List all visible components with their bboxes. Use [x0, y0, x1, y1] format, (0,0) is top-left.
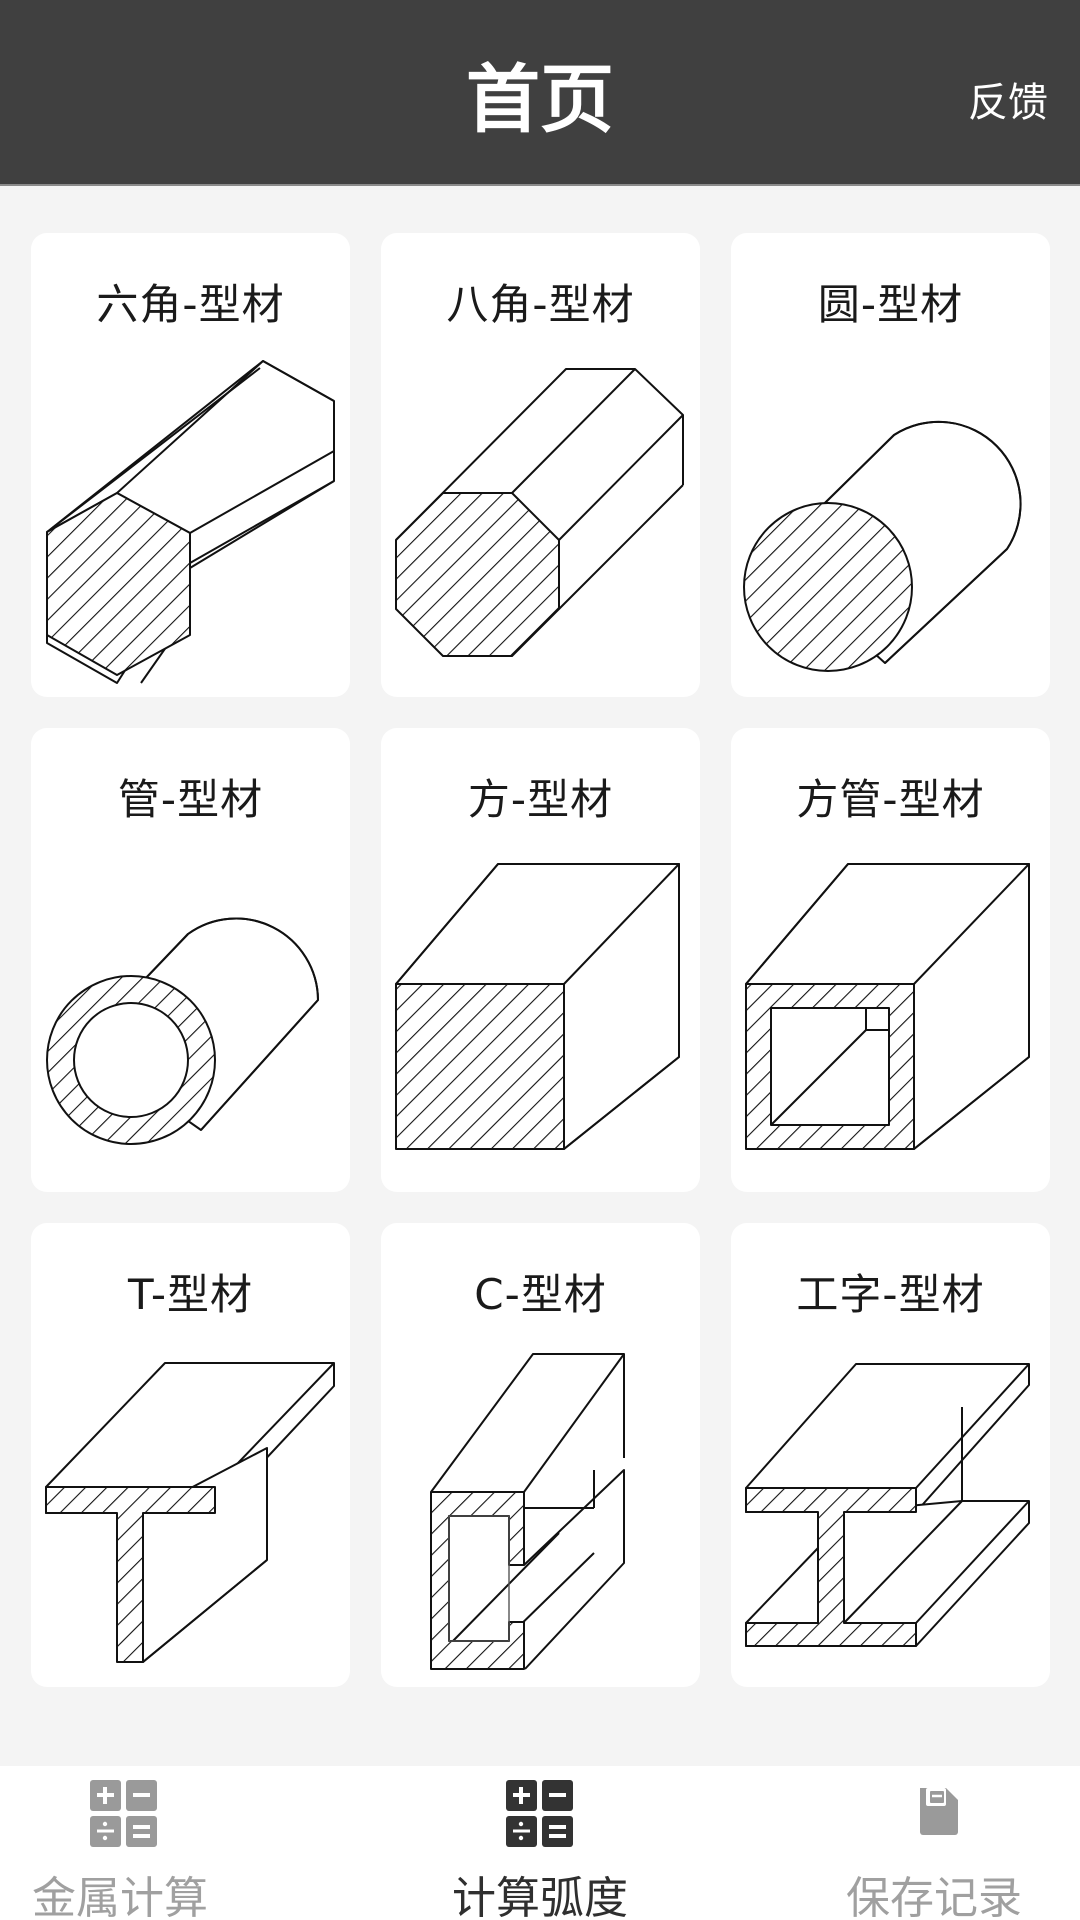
- profile-label: 圆-型材: [817, 280, 964, 329]
- round-tube-icon: [46, 917, 319, 1145]
- tab-label: 金属计算: [32, 1873, 208, 1920]
- calculator-icon: [90, 1780, 157, 1847]
- tab-label: 计算弧度: [452, 1873, 628, 1920]
- profile-card-square-tube[interactable]: 方管-型材: [731, 728, 1050, 1192]
- profile-card-i-beam[interactable]: 工字-型材: [731, 1223, 1050, 1687]
- profile-card-t[interactable]: T-型材: [31, 1223, 350, 1687]
- profile-label: 八角-型材: [446, 280, 635, 329]
- profile-label: 工字-型材: [796, 1270, 985, 1319]
- profile-label: T-型材: [128, 1270, 253, 1319]
- profile-label: 方-型材: [467, 775, 614, 824]
- hexagon-bar-icon: [46, 360, 335, 684]
- octagon-bar-icon: [395, 368, 684, 657]
- profile-label: 管-型材: [117, 775, 264, 824]
- profile-grid: 六角-型材 八角-型材 圆-型材: [31, 233, 1050, 1687]
- profile-card-tube[interactable]: 管-型材: [31, 728, 350, 1192]
- round-bar-icon: [743, 420, 1022, 672]
- profile-label: 方管-型材: [796, 775, 985, 824]
- c-profile-icon: [430, 1353, 625, 1670]
- i-beam-profile-icon: [745, 1363, 1030, 1647]
- bottom-tab-bar: 金属计算 计算弧度 保存记录: [0, 1766, 1080, 1920]
- square-tube-icon: [745, 863, 1030, 1150]
- square-bar-icon: [395, 863, 680, 1150]
- profile-card-octagon[interactable]: 八角-型材: [381, 233, 700, 697]
- feedback-button[interactable]: 反馈: [968, 80, 1048, 126]
- profile-label: C-型材: [474, 1270, 607, 1319]
- calculator-icon: [506, 1780, 573, 1847]
- profile-card-square[interactable]: 方-型材: [381, 728, 700, 1192]
- tab-calculate-arc[interactable]: 计算弧度: [360, 1766, 720, 1920]
- profile-card-round[interactable]: 圆-型材: [731, 233, 1050, 697]
- app-header: 首页 反馈: [0, 0, 1080, 186]
- t-profile-icon: [45, 1362, 335, 1663]
- profile-card-c[interactable]: C-型材: [381, 1223, 700, 1687]
- profile-card-hexagon[interactable]: 六角-型材: [31, 233, 350, 697]
- tab-label: 保存记录: [846, 1873, 1022, 1920]
- tab-saved-records[interactable]: 保存记录: [720, 1766, 1080, 1920]
- page-title: 首页: [466, 57, 614, 143]
- tab-metal-calculation[interactable]: 金属计算: [0, 1766, 360, 1920]
- save-record-icon: [920, 1788, 958, 1835]
- profile-label: 六角-型材: [96, 280, 285, 329]
